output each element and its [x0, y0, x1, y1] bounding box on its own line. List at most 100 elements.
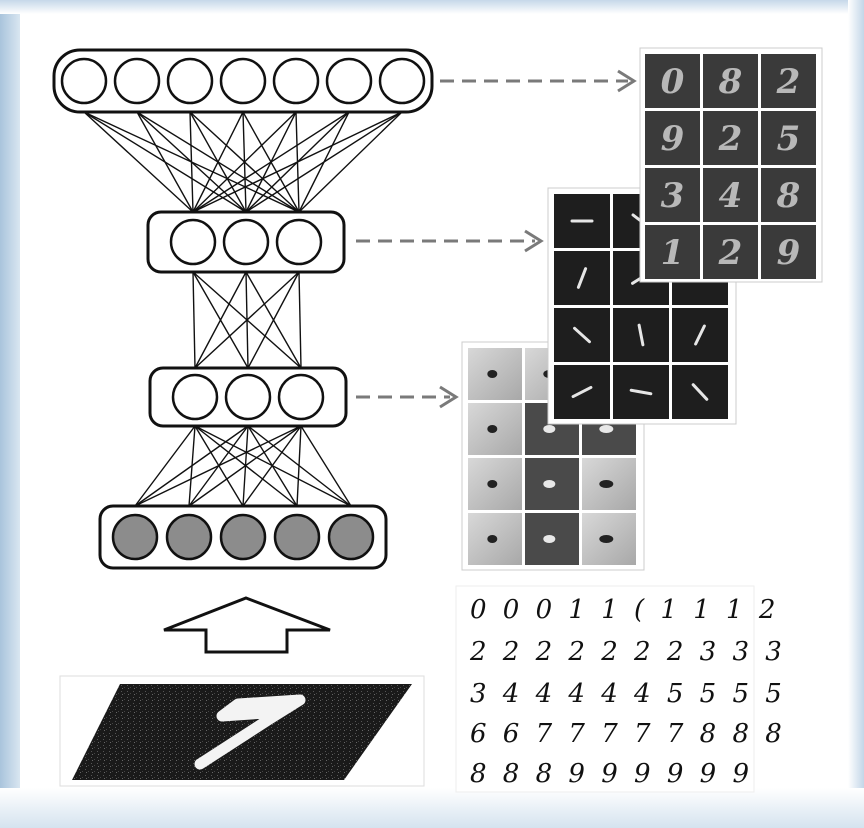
- digit-sample-row-3: 3 4 4 4 4 4 5 5 5 5: [470, 679, 786, 709]
- digit-samples-frame: [455, 585, 755, 793]
- hidden-node: [169, 218, 217, 266]
- feature-tile: [582, 513, 636, 565]
- connection-line: [300, 425, 352, 507]
- feature-digit: 8: [718, 62, 743, 102]
- connection-line: [194, 271, 247, 369]
- feature-digit: 5: [777, 119, 801, 159]
- input-node: [273, 513, 321, 561]
- hidden-node: [219, 57, 267, 105]
- hidden-node: [224, 373, 272, 421]
- hidden-node: [272, 57, 320, 105]
- feature-tile: 8: [703, 54, 758, 108]
- feature-tile: [613, 365, 669, 419]
- feature-tile: 2: [703, 225, 758, 279]
- feature-tile: [468, 348, 522, 400]
- background-edge-bottom: [0, 788, 864, 828]
- connection-line: [298, 111, 403, 213]
- connection-line: [192, 271, 196, 369]
- hidden-node: [275, 218, 323, 266]
- connection-line: [83, 111, 194, 213]
- feature-tile: [525, 458, 579, 510]
- hidden-node: [325, 57, 373, 105]
- feature-tile: [672, 365, 728, 419]
- connection-line: [192, 111, 297, 213]
- feature-tile: [468, 403, 522, 455]
- feature-digit: 9: [777, 233, 801, 273]
- connection-line: [134, 425, 196, 507]
- digit-sample-row-1: 0 0 0 1 1 ( 1 1 1 2: [470, 595, 780, 625]
- feature-tile: [582, 458, 636, 510]
- background-edge-right: [848, 0, 864, 828]
- feature-tile: [554, 308, 610, 362]
- hidden-node: [60, 57, 108, 105]
- feature-tile: 8: [761, 168, 816, 222]
- feature-tile: 5: [761, 111, 816, 165]
- connection-line: [136, 111, 194, 213]
- input-layer: [98, 504, 388, 570]
- connection-line: [188, 425, 302, 507]
- connection-line: [245, 111, 403, 213]
- layer-connections: [83, 111, 403, 507]
- hidden-node: [166, 57, 214, 105]
- connection-line: [134, 425, 249, 507]
- hidden-layer-2: [146, 210, 346, 274]
- feature-digit: 1: [661, 233, 685, 273]
- feature-digit: 8: [776, 176, 801, 216]
- connection-line: [192, 111, 403, 213]
- feature-digit: 2: [776, 62, 801, 102]
- connection-line: [247, 271, 300, 369]
- digit-sample-row-4: 6 6 7 7 7 7 7 8 8 8: [470, 719, 786, 749]
- dashed-arrow-icon: [356, 69, 637, 409]
- feature-tile: [468, 458, 522, 510]
- input-node: [327, 513, 375, 561]
- network-layers: [52, 48, 434, 570]
- feature-tile: 3: [645, 168, 700, 222]
- feature-tile: [613, 308, 669, 362]
- connection-line: [192, 111, 244, 213]
- feature-digit: 9: [661, 119, 685, 159]
- connection-line: [296, 425, 302, 507]
- feature-tile: 1: [645, 225, 700, 279]
- connector-top-head: [617, 69, 637, 93]
- background-edge-top: [0, 0, 864, 14]
- hollow-up-arrow-icon: [163, 596, 331, 654]
- feature-tile: [554, 251, 610, 305]
- feature-digit: 2: [718, 119, 743, 159]
- feature-tile: 0: [645, 54, 700, 108]
- feature-tile: 2: [761, 54, 816, 108]
- connector-middle-head: [524, 229, 544, 253]
- digit-sample-row-2: 2 2 2 2 2 2 2 3 3 3: [470, 637, 786, 667]
- feature-tile: [554, 194, 610, 248]
- feature-tile: [468, 513, 522, 565]
- input-node: [111, 513, 159, 561]
- hidden-node: [378, 57, 426, 105]
- connection-line: [192, 111, 350, 213]
- digit-sample-row-5: 8 8 8 9 9 9 9 9 9: [470, 759, 753, 789]
- hidden-node: [222, 218, 270, 266]
- hidden-layer-3: [52, 48, 434, 114]
- connection-line: [298, 271, 302, 369]
- feature-digit: 0: [661, 62, 685, 102]
- feature-tile: [672, 308, 728, 362]
- feature-digit: 4: [719, 176, 743, 216]
- connector-bottom-head: [439, 385, 459, 409]
- feature-tile: 4: [703, 168, 758, 222]
- input-node: [165, 513, 213, 561]
- feature-tile: 2: [703, 111, 758, 165]
- background-edge-left: [0, 0, 20, 828]
- connection-line: [194, 271, 300, 369]
- connection-line: [189, 111, 194, 213]
- connection-line: [134, 425, 302, 507]
- noisy-input-image: [59, 675, 425, 787]
- hidden-node: [277, 373, 325, 421]
- feature-tile: 9: [645, 111, 700, 165]
- hidden-node: [113, 57, 161, 105]
- input-node: [219, 513, 267, 561]
- feature-tile: [525, 513, 579, 565]
- hidden-node: [171, 373, 219, 421]
- feature-tile: [554, 365, 610, 419]
- feature-digit: 2: [718, 233, 743, 273]
- connection-line: [242, 425, 302, 507]
